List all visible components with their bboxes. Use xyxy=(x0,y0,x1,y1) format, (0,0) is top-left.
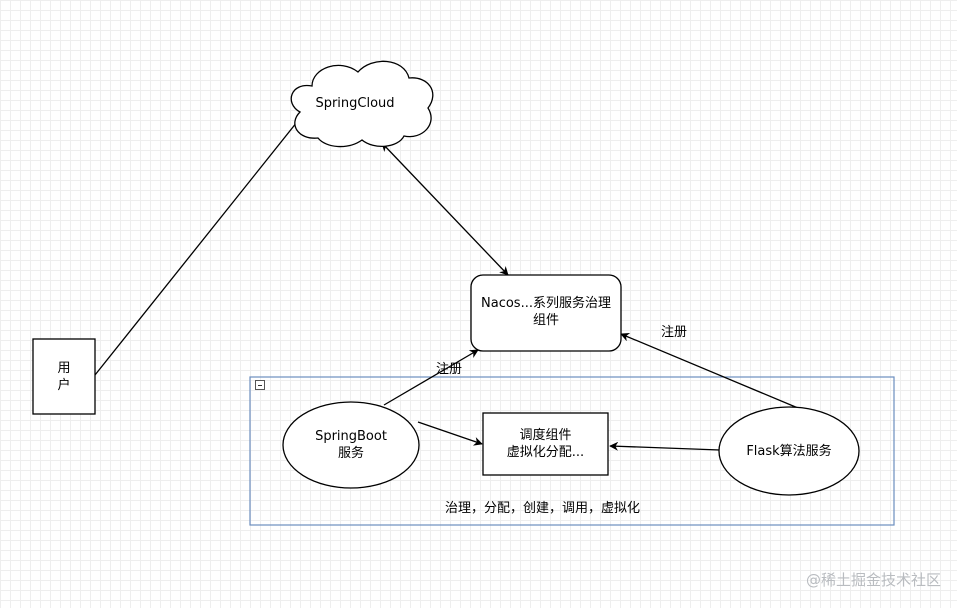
node-user-label: 用 户 xyxy=(33,339,95,414)
edge-user-to-cloud[interactable] xyxy=(94,111,306,376)
user-label-line2: 户 xyxy=(57,377,71,393)
edge-springboot-to-scheduler[interactable] xyxy=(417,421,483,446)
node-flask-shape[interactable] xyxy=(718,406,860,496)
container-group[interactable] xyxy=(249,376,895,526)
nacos-label-line1: Nacos...系列服务治理 xyxy=(481,296,611,311)
edge-cloud-nacos[interactable] xyxy=(381,142,509,276)
scheduler-label-line1: 调度组件 xyxy=(519,428,572,443)
flask-label-text: Flask算法服务 xyxy=(746,443,832,459)
node-flask-label: Flask算法服务 xyxy=(729,441,849,461)
container-caption: 治理，分配，创建，调用，虚拟化 xyxy=(445,501,641,516)
node-cloud-shape[interactable] xyxy=(290,60,434,148)
node-scheduler-shape[interactable] xyxy=(482,412,609,476)
node-nacos-shape[interactable] xyxy=(470,274,622,352)
springboot-label-line1: SpringBoot xyxy=(315,429,387,444)
nacos-label-line2: 组件 xyxy=(532,313,559,328)
edge-label-register-right: 注册 xyxy=(661,325,688,340)
user-label-line1: 用 xyxy=(57,360,71,376)
edge-springboot-to-nacos[interactable] xyxy=(383,349,479,406)
cloud-label-text: SpringCloud xyxy=(315,95,395,111)
node-user-shape[interactable] xyxy=(32,338,96,415)
springboot-label-line2: 服务 xyxy=(337,446,364,461)
watermark-text: @稀土掘金技术社区 xyxy=(805,571,941,589)
scheduler-label-line2: 虚拟化分配... xyxy=(506,445,585,460)
edge-flask-to-nacos[interactable] xyxy=(620,332,799,409)
node-cloud-label: SpringCloud xyxy=(300,88,410,118)
collapse-toggle-icon[interactable] xyxy=(255,380,265,390)
node-springboot-shape[interactable] xyxy=(282,401,420,489)
edge-flask-to-scheduler[interactable] xyxy=(609,441,721,451)
node-nacos-label: Nacos...系列服务治理 组件 xyxy=(466,292,626,332)
edge-label-register-left: 注册 xyxy=(436,362,463,377)
node-scheduler-label: 调度组件 虚拟化分配... xyxy=(483,424,608,464)
node-springboot-label: SpringBoot 服务 xyxy=(296,425,406,465)
